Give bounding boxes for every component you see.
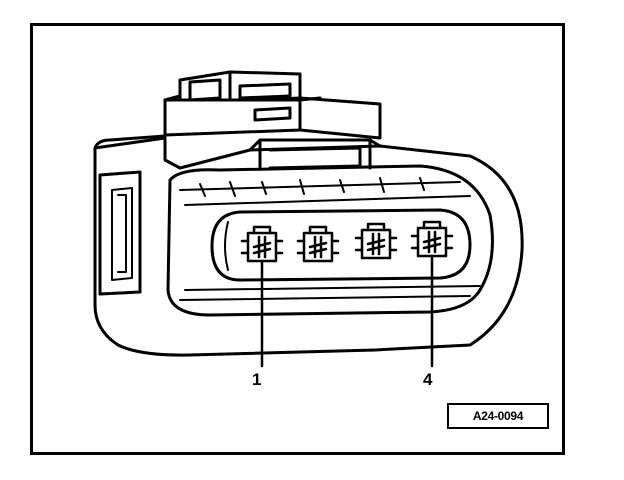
callout-4: 4 bbox=[423, 370, 433, 389]
terminal-cavity-4 bbox=[410, 220, 454, 258]
terminal-cavity-3 bbox=[354, 222, 398, 260]
callout-1: 1 bbox=[252, 370, 262, 389]
leader-lines bbox=[260, 254, 434, 368]
terminal-cavity-2 bbox=[296, 225, 340, 263]
terminal-cavities bbox=[240, 220, 454, 263]
figure-reference-code: A24-0094 bbox=[447, 403, 549, 429]
locking-tab bbox=[163, 70, 382, 140]
terminal-cavity-1 bbox=[240, 225, 284, 263]
pin-insert bbox=[210, 208, 472, 282]
